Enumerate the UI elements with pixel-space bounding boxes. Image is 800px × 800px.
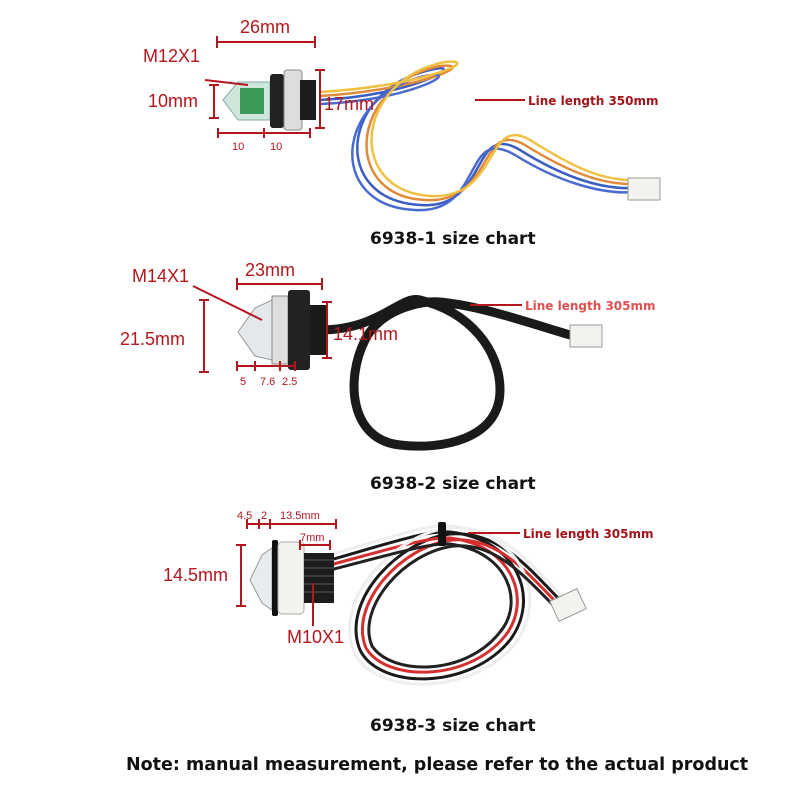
segment-label: 5 [240,376,246,388]
line-length-label-1: Line length 350mm [528,94,659,108]
thread-length-label-3: 7mm [300,532,324,544]
caption-1: 6938-1 size chart [370,229,536,249]
length-label-1: 26mm [240,17,290,37]
connector-2 [569,324,603,348]
dimension-lines-3 [236,519,520,626]
caption-2: 6938-2 size chart [370,474,536,494]
line-length-label-3: Line length 305mm [523,527,654,541]
product-3: 4.5 2 13.5mm 7mm 14.5mm M10X1 Line lengt… [163,510,654,736]
tip-diameter-label-1: 10mm [148,91,198,111]
sensor-2 [237,290,326,370]
cable-1 [319,60,636,212]
segment-label: 2 [261,510,267,522]
thread-label-2: M14X1 [132,266,189,286]
product-2: 23mm M14X1 21.5mm 14.1mm 5 7.6 2.5 Line … [120,260,656,494]
segment-label: 10 [270,141,282,153]
body-diameter-label-2: 14.1mm [333,324,398,344]
sensor-1 [222,69,316,131]
product-1: 26mm M12X1 10mm 17mm 10 10 Line length 3… [143,17,661,249]
length-label-2: 23mm [245,260,295,280]
dimension-lines-2 [192,278,522,373]
cable-3 [329,524,564,686]
measurement-note: Note: manual measurement, please refer t… [126,755,748,775]
caption-3: 6938-3 size chart [370,716,536,736]
line-length-label-2: Line length 305mm [525,299,656,313]
segment-label: 13.5mm [280,510,320,522]
body-diameter-label-1: 17mm [324,94,374,114]
connector-3 [549,588,587,622]
thread-label-1: M12X1 [143,46,200,66]
segment-label: 4.5 [237,510,252,522]
cable-tie-3 [438,522,446,546]
thread-label-3: M10X1 [287,627,344,647]
dimension-lines-1 [204,36,525,138]
connector-1 [627,177,661,201]
segment-label: 2.5 [282,376,297,388]
segment-label: 10 [232,141,244,153]
tip-diameter-label-2: 21.5mm [120,329,185,349]
segment-label: 7.6 [260,376,275,388]
sensor-3 [249,540,334,616]
tip-diameter-label-3: 14.5mm [163,565,228,585]
cable-2 [315,295,575,451]
